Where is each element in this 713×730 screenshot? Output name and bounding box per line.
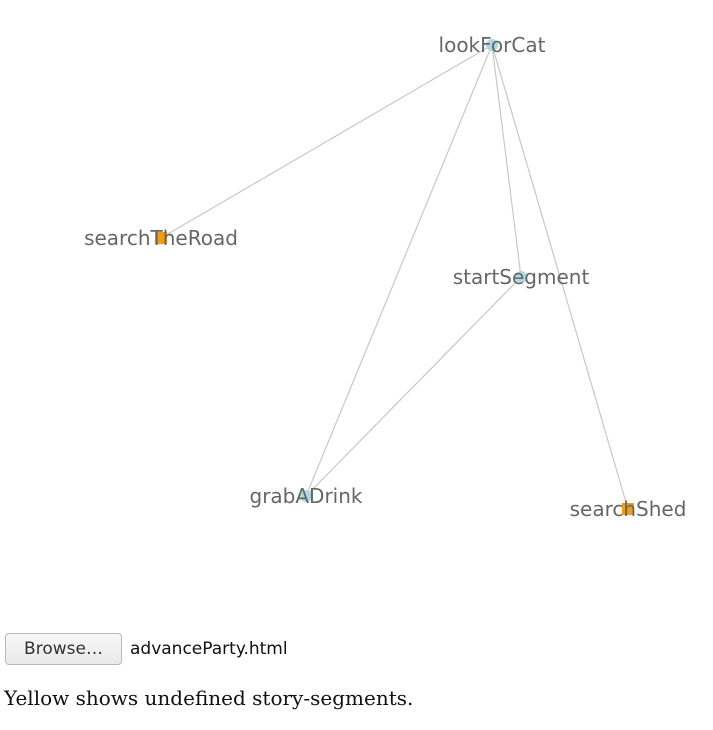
node-searchTheRoad[interactable]: [155, 232, 167, 244]
node-startSegment[interactable]: [515, 271, 527, 283]
node-label-startSegment: startSegment: [453, 265, 590, 289]
story-graph: lookForCat searchTheRoad startSegment grabA…: [84, 33, 686, 521]
edge-lookForCat-searchTheRoad: [160, 44, 493, 239]
edge-startSegment-grabADrink: [305, 276, 522, 497]
file-input-row: Browse… advanceParty.html: [5, 633, 288, 665]
edge-lookForCat-grabADrink: [305, 44, 493, 497]
node-label-searchShed: searchShed: [570, 497, 687, 521]
edge-lookForCat-startSegment: [491, 44, 522, 278]
node-searchShed[interactable]: [622, 503, 634, 515]
edge-lookForCat-searchShed: [491, 44, 629, 510]
node-label-grabADrink: grabADrink: [250, 484, 363, 508]
selected-file-name: advanceParty.html: [130, 639, 288, 659]
legend-note: Yellow shows undefined story-segments.: [4, 686, 414, 710]
node-label-lookForCat: lookForCat: [439, 33, 546, 57]
node-label-searchTheRoad: searchTheRoad: [84, 226, 238, 250]
graph-edges: [160, 44, 629, 510]
graph-nodes: [155, 39, 634, 515]
browse-button[interactable]: Browse…: [5, 633, 122, 665]
graph-labels: lookForCat searchTheRoad startSegment grabA…: [84, 33, 686, 521]
node-lookForCat[interactable]: [486, 39, 498, 51]
node-grabADrink[interactable]: [300, 490, 312, 502]
